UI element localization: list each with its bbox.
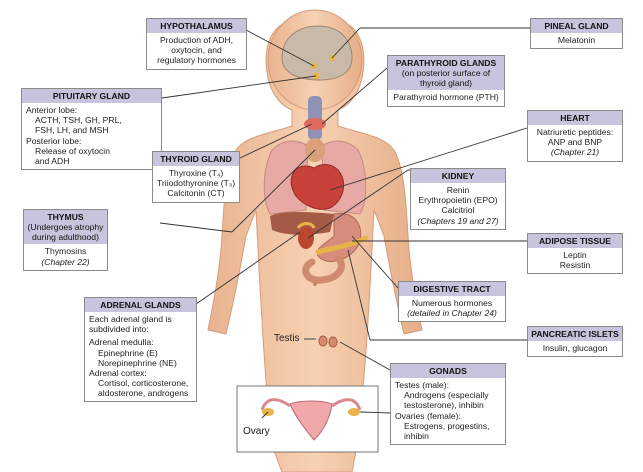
adipose-box: ADIPOSE TISSUE Leptin Resistin [527, 233, 623, 275]
thymus-line-1: Thymosins [44, 246, 87, 257]
pituitary-line-4: Posterior lobe: [26, 135, 82, 146]
adrenal-line-3: Adrenal medulla: [89, 337, 154, 348]
heart-box: HEART Natriuretic peptides: ANP and BNP … [527, 110, 623, 162]
adrenal-line-7: Cortisol, corticosterone, [98, 377, 189, 388]
kidney-organ [298, 227, 314, 249]
thyroid-line-2: Triiodothyronine (T₃) [157, 178, 236, 189]
adrenal-line-8: aldosterone, androgens [98, 388, 189, 399]
digestive-box: DIGESTIVE TRACT Numerous hormones (detai… [398, 281, 506, 323]
adipose-line-2: Resistin [559, 260, 591, 271]
intestine [302, 254, 345, 284]
adrenal-line-4: Epinephrine (E) [98, 347, 158, 358]
hypothalamus-line-2: oxytocin, and [171, 45, 222, 56]
heart-line-3: (Chapter 21) [550, 147, 600, 158]
thymus-subtitle: (Undergoes atrophy during adulthood) [27, 222, 104, 243]
testis-left [318, 335, 328, 347]
parathyroid-box: PARATHYROID GLANDS (on posterior surface… [387, 55, 505, 107]
uterus [289, 400, 333, 441]
kidney-line-4: (Chapters 19 and 27) [417, 215, 499, 226]
pituitary-line-3: FSH, LH, and MSH [35, 125, 109, 136]
pituitary-line-2: ACTH, TSH, GH, PRL, [35, 115, 122, 126]
parathyroid-subtitle: (on posterior surface of thyroid gland) [401, 68, 491, 89]
kidney-line-2: Erythropoietin (EPO) [418, 195, 498, 206]
heart-organ [290, 164, 345, 210]
parathyroid-line-1: Parathyroid hormone (PTH) [393, 92, 499, 103]
testis-label: Testis [274, 333, 300, 344]
pituitary-title: PITUITARY GLAND [22, 89, 161, 104]
body-silhouette [207, 19, 423, 472]
adipose-line-1: Leptin [563, 250, 587, 261]
heart-line-2: ANP and BNP [547, 137, 603, 148]
adrenal-line-5: Norepinephrine (NE) [98, 357, 177, 368]
thyroid-title: THYROID GLAND [153, 152, 239, 167]
adrenal-box: ADRENAL GLANDS Each adrenal gland is sub… [84, 297, 197, 403]
ovary-label: Ovary [243, 426, 270, 437]
pituitary-line-1: Anterior lobe: [26, 105, 78, 116]
pancreas [315, 235, 369, 255]
thyroid-gland [304, 118, 326, 130]
parathyroid-title: PARATHYROID GLANDS (on posterior surface… [388, 56, 504, 91]
gonads-title: GONADS [391, 364, 505, 379]
gonads-line-3: testosterone), inhibin [404, 400, 484, 411]
gonads-box: GONADS Testes (male): Androgens (especia… [390, 363, 506, 445]
pituitary-line-6: and ADH [35, 155, 70, 166]
hypothalamus-line-1: Production of ADH, [159, 35, 234, 46]
testis-right [328, 336, 338, 348]
thyroid-line-3: Calcitonin (CT) [167, 188, 225, 199]
kidney-line-3: Calcitriol [441, 205, 475, 216]
kidney-box: KIDNEY Renin Erythropoietin (EPO) Calcit… [410, 168, 506, 230]
thymus-box: THYMUS (Undergoes atrophy during adultho… [23, 209, 108, 271]
thyroid-box: THYROID GLAND Thyroxine (T₄) Triiodothyr… [152, 151, 240, 203]
hypothalamus-title: HYPOTHALAMUS [147, 19, 246, 34]
adrenal-title: ADRENAL GLANDS [85, 298, 196, 313]
hypothalamus-box: HYPOTHALAMUS Production of ADH, oxytocin… [146, 18, 247, 70]
gonads-line-5: Estrogens, progestins, [404, 420, 490, 431]
navel [313, 282, 317, 286]
adrenal-line-2: subdivided into: [89, 324, 149, 335]
gonads-line-1: Testes (male): [395, 380, 449, 391]
adrenal-line-1: Each adrenal gland is [89, 314, 172, 325]
digestive-title: DIGESTIVE TRACT [399, 282, 505, 297]
digestive-line-2: (detailed in Chapter 24) [407, 308, 497, 319]
hypothalamus-line-3: regulatory hormones [157, 55, 236, 66]
pineal-box: PINEAL GLAND Melatonin [530, 18, 623, 50]
adrenal-line-6: Adrenal cortex: [89, 367, 147, 378]
adrenal-cap [296, 222, 316, 229]
ovary-right [348, 408, 360, 416]
brain [281, 25, 353, 81]
adipose-title: ADIPOSE TISSUE [528, 234, 622, 249]
thymus-title-text: THYMUS [47, 212, 84, 222]
pancreatic-box: PANCREATIC ISLETS Insulin, glucagon [527, 326, 623, 358]
left-tube [260, 398, 291, 411]
gonads-line-4: Ovaries (female): [395, 410, 461, 421]
thymus-line-2: (Chapter 22) [41, 256, 90, 267]
parathyroid-title-text: PARATHYROID GLANDS [395, 58, 497, 68]
heart-title: HEART [528, 111, 622, 126]
pituitary-box: PITUITARY GLAND Anterior lobe: ACTH, TSH… [21, 88, 162, 170]
pineal-title: PINEAL GLAND [531, 19, 622, 34]
pancreatic-line-1: Insulin, glucagon [542, 343, 608, 354]
right-tube [331, 398, 362, 411]
pituitary-line-5: Release of oxytocin [35, 145, 110, 156]
gonads-line-2: Androgens (especially [404, 390, 489, 401]
kidney-title: KIDNEY [411, 169, 505, 184]
thyroid-line-1: Thyroxine (T₄) [168, 168, 224, 179]
gonads-line-6: inhibin [404, 430, 429, 441]
digestive-line-1: Numerous hormones [411, 298, 493, 309]
pineal-line-1: Melatonin [557, 35, 596, 46]
kidney-line-1: Renin [446, 185, 470, 196]
heart-line-1: Natriuretic peptides: [536, 127, 614, 138]
thymus-title: THYMUS (Undergoes atrophy during adultho… [24, 210, 107, 245]
pancreatic-title: PANCREATIC ISLETS [528, 327, 622, 342]
